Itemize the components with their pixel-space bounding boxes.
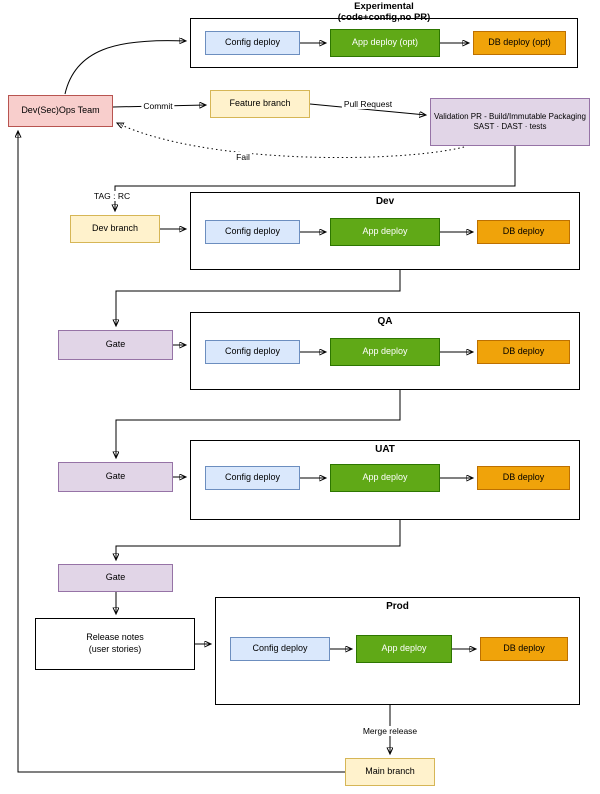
prod-stage-title: Prod bbox=[386, 601, 409, 612]
qa-db-deploy-node: DB deploy bbox=[477, 340, 570, 364]
prod-config-deploy-node: Config deploy bbox=[230, 637, 330, 661]
validation-pr-line1: Validation PR - Build/Immutable Packagin… bbox=[434, 111, 586, 121]
uat-app-deploy-node: App deploy bbox=[330, 464, 440, 492]
experimental-db-deploy-node: DB deploy (opt) bbox=[473, 31, 566, 55]
dev-branch-node: Dev branch bbox=[70, 215, 160, 243]
fail-edge-label: Fail bbox=[234, 152, 252, 162]
prod-db-deploy-node: DB deploy bbox=[480, 637, 568, 661]
main-branch-node: Main branch bbox=[345, 758, 435, 786]
dev-stage-title: Dev bbox=[375, 196, 395, 207]
edge-fail bbox=[117, 123, 465, 159]
merge-release-edge-label: Merge release bbox=[360, 726, 420, 736]
dev-config-deploy-node: Config deploy bbox=[205, 220, 300, 244]
edge-team-to-experimental bbox=[64, 41, 186, 95]
experimental-title-line2: (code+config,no PR) bbox=[337, 12, 431, 24]
experimental-app-deploy-node: App deploy (opt) bbox=[330, 29, 440, 57]
validation-pr-line2: SAST · DAST · tests bbox=[473, 122, 547, 131]
uat-gate-node: Gate bbox=[58, 462, 173, 492]
pull-request-edge-label: Pull Request bbox=[341, 99, 395, 109]
release-notes-line2: (user stories) bbox=[88, 644, 142, 654]
prod-gate-node: Gate bbox=[58, 564, 173, 592]
experimental-title-line1: Experimental bbox=[354, 1, 414, 12]
release-notes-line1: Release notes bbox=[86, 632, 144, 643]
qa-app-deploy-node: App deploy bbox=[330, 338, 440, 366]
qa-stage-title: QA bbox=[377, 316, 393, 327]
commit-edge-label: Commit bbox=[141, 101, 175, 111]
feature-branch-node: Feature branch bbox=[210, 90, 310, 118]
experimental-stage-title: Experimental (code+config,no PR) bbox=[190, 1, 578, 24]
edge-uat-to-prod-gate bbox=[116, 520, 401, 560]
devsecops-team-node: Dev(Sec)Ops Team bbox=[8, 95, 113, 127]
experimental-config-deploy-node: Config deploy bbox=[205, 31, 300, 55]
validation-pr-node: Validation PR - Build/Immutable Packagin… bbox=[430, 98, 590, 146]
release-notes-node: Release notes (user stories) bbox=[35, 618, 195, 670]
uat-db-deploy-node: DB deploy bbox=[477, 466, 570, 490]
tag-rc-edge-label: TAG : RC bbox=[91, 191, 133, 201]
uat-stage-title: UAT bbox=[375, 444, 395, 455]
dev-app-deploy-node: App deploy bbox=[330, 218, 440, 246]
dev-db-deploy-node: DB deploy bbox=[477, 220, 570, 244]
prod-app-deploy-node: App deploy bbox=[356, 635, 452, 663]
qa-gate-node: Gate bbox=[58, 330, 173, 360]
uat-config-deploy-node: Config deploy bbox=[205, 466, 300, 490]
qa-config-deploy-node: Config deploy bbox=[205, 340, 300, 364]
